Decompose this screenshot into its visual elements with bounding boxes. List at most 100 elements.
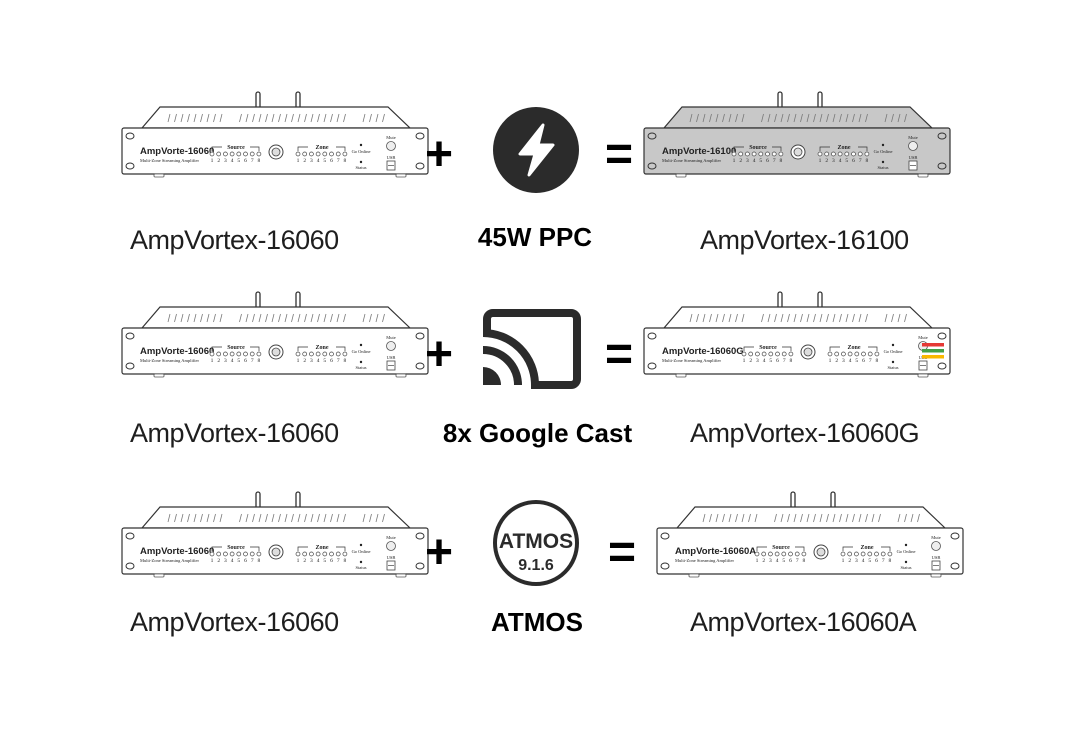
vent-slots <box>167 513 385 523</box>
base-model-label: AmpVortex-16060 <box>130 607 339 637</box>
svg-text:7: 7 <box>337 158 340 164</box>
rack-hole <box>937 362 947 370</box>
vent-slots <box>689 313 907 323</box>
svg-text:6: 6 <box>244 158 247 164</box>
svg-text:3: 3 <box>310 558 313 564</box>
svg-text:1: 1 <box>211 558 214 564</box>
rack-hole <box>415 132 425 140</box>
svg-text:8: 8 <box>780 158 783 164</box>
svg-text:2: 2 <box>217 358 220 364</box>
svg-text:3: 3 <box>224 558 227 564</box>
svg-text:3: 3 <box>224 358 227 364</box>
svg-text:5: 5 <box>323 358 326 364</box>
panel-model-text: AmpVorte-16060 <box>140 546 214 557</box>
svg-text:Zone: Zone <box>315 145 328 151</box>
panel-model-text: AmpVorte-16100 <box>662 146 736 157</box>
status-text: Status <box>877 165 888 170</box>
svg-text:4: 4 <box>849 358 852 364</box>
svg-text:2: 2 <box>762 558 765 564</box>
mute-label: Mute <box>908 135 918 140</box>
svg-text:3: 3 <box>769 558 772 564</box>
svg-text:5: 5 <box>769 358 772 364</box>
color-stripe <box>922 349 944 353</box>
rack-hole <box>660 532 670 540</box>
foot <box>917 373 929 378</box>
rack-hole <box>647 332 657 340</box>
plus-sign: + <box>425 328 454 381</box>
rack-hole <box>647 132 657 140</box>
svg-text:2: 2 <box>217 558 220 564</box>
svg-text:8: 8 <box>258 358 261 364</box>
svg-text:1: 1 <box>297 158 300 164</box>
svg-text:3: 3 <box>832 158 835 164</box>
svg-text:8: 8 <box>344 158 347 164</box>
foot <box>395 373 407 378</box>
status-text: Status <box>355 565 366 570</box>
svg-text:2: 2 <box>217 158 220 164</box>
svg-text:6: 6 <box>330 358 333 364</box>
foot <box>917 173 929 178</box>
vent-slots <box>167 313 385 323</box>
vent-slots <box>689 113 907 123</box>
svg-text:2: 2 <box>848 558 851 564</box>
status-text: Status <box>887 365 898 370</box>
color-stripe <box>922 355 944 359</box>
antenna <box>255 291 261 312</box>
svg-text:6: 6 <box>875 558 878 564</box>
svg-text:3: 3 <box>310 358 313 364</box>
antenna <box>777 291 783 312</box>
lightning-bolt-icon <box>493 107 579 198</box>
mute-label: Mute <box>386 335 396 340</box>
svg-text:2: 2 <box>303 158 306 164</box>
antenna <box>817 91 823 112</box>
panel-subtitle-text: Multi-Zone Streaming Amplifier <box>140 358 199 363</box>
panel-subtitle-text: Multi-Zone Streaming Amplifier <box>675 558 734 563</box>
svg-text:8: 8 <box>889 558 892 564</box>
equals-sign: = <box>605 128 634 181</box>
plus-sign: + <box>425 128 454 181</box>
svg-text:6: 6 <box>244 358 247 364</box>
foot <box>675 373 687 378</box>
svg-text:Source: Source <box>227 545 245 551</box>
front-panel <box>643 327 951 375</box>
svg-text:6: 6 <box>852 158 855 164</box>
equals-sign: = <box>608 526 637 579</box>
result-model-label: AmpVortex-16060G <box>690 418 920 448</box>
color-stripe <box>922 343 944 347</box>
addon-label: ATMOS <box>491 607 583 637</box>
svg-text:6: 6 <box>244 558 247 564</box>
svg-text:5: 5 <box>237 558 240 564</box>
panel-model-text: AmpVorte-16060A <box>675 546 756 557</box>
svg-text:4: 4 <box>231 358 234 364</box>
usb-label: USB <box>387 355 396 360</box>
svg-text:Zone: Zone <box>860 545 873 551</box>
svg-text:Zone: Zone <box>315 345 328 351</box>
svg-text:6: 6 <box>776 358 779 364</box>
svg-text:6: 6 <box>766 158 769 164</box>
svg-text:4: 4 <box>753 158 756 164</box>
svg-text:Source: Source <box>749 145 767 151</box>
svg-text:8: 8 <box>344 558 347 564</box>
mute-label: Mute <box>918 335 928 340</box>
google-cast-icon <box>481 307 583 396</box>
svg-text:5: 5 <box>237 158 240 164</box>
svg-text:7: 7 <box>869 358 872 364</box>
foot <box>395 173 407 178</box>
mute-button <box>386 141 396 151</box>
antenna <box>817 291 823 312</box>
svg-text:1: 1 <box>297 358 300 364</box>
svg-text:2: 2 <box>749 358 752 364</box>
status-text: Status <box>355 165 366 170</box>
usb-label: USB <box>909 155 918 160</box>
svg-text:3: 3 <box>756 358 759 364</box>
